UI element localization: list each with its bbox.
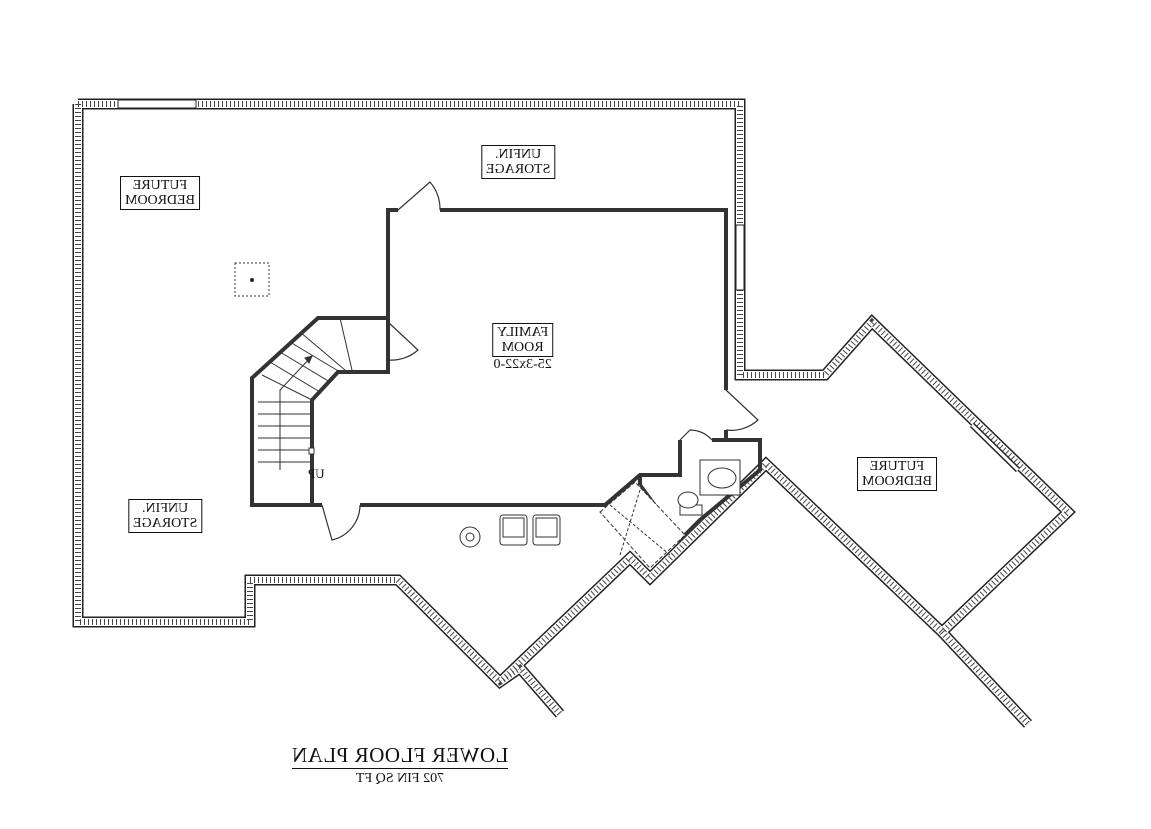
room-name: FAMILY xyxy=(497,325,549,340)
shower xyxy=(599,481,686,569)
room-name: FUTURE xyxy=(132,178,188,193)
interior-walls xyxy=(250,208,762,544)
room-name: UNFIN. xyxy=(142,501,189,516)
room-label-future-bedroom-right: FUTURE BEDROOM xyxy=(857,457,938,491)
room-dimensions: 25-3x22-0 xyxy=(493,357,552,372)
room-name: STORAGE xyxy=(486,162,551,177)
doors xyxy=(321,181,759,541)
stairs xyxy=(258,317,353,470)
plan-area: 702 FIN SQ FT xyxy=(355,771,445,786)
fixtures xyxy=(234,262,741,569)
stair-up-label: UP xyxy=(308,466,325,481)
room-label-unfin-storage-top: UNFIN. STORAGE xyxy=(481,145,556,179)
room-label-unfin-storage-left: UNFIN. STORAGE xyxy=(128,499,203,533)
room-name: BEDROOM xyxy=(862,474,933,489)
room-label-family-room: FAMILY ROOM 25-3x22-0 xyxy=(492,323,554,372)
room-name: ROOM xyxy=(501,340,544,355)
foundation-wall xyxy=(72,98,1076,728)
room-name: STORAGE xyxy=(133,516,198,531)
room-name: BEDROOM xyxy=(125,193,196,208)
room-name: FUTURE xyxy=(869,459,925,474)
plan-title-block: LOWER FLOOR PLAN 702 FIN SQ FT xyxy=(285,743,515,787)
room-name: UNFIN. xyxy=(495,147,542,162)
room-label-future-bedroom-left: FUTURE BEDROOM xyxy=(120,176,201,210)
plan-title: LOWER FLOOR PLAN xyxy=(291,743,509,769)
windows xyxy=(117,99,1021,473)
